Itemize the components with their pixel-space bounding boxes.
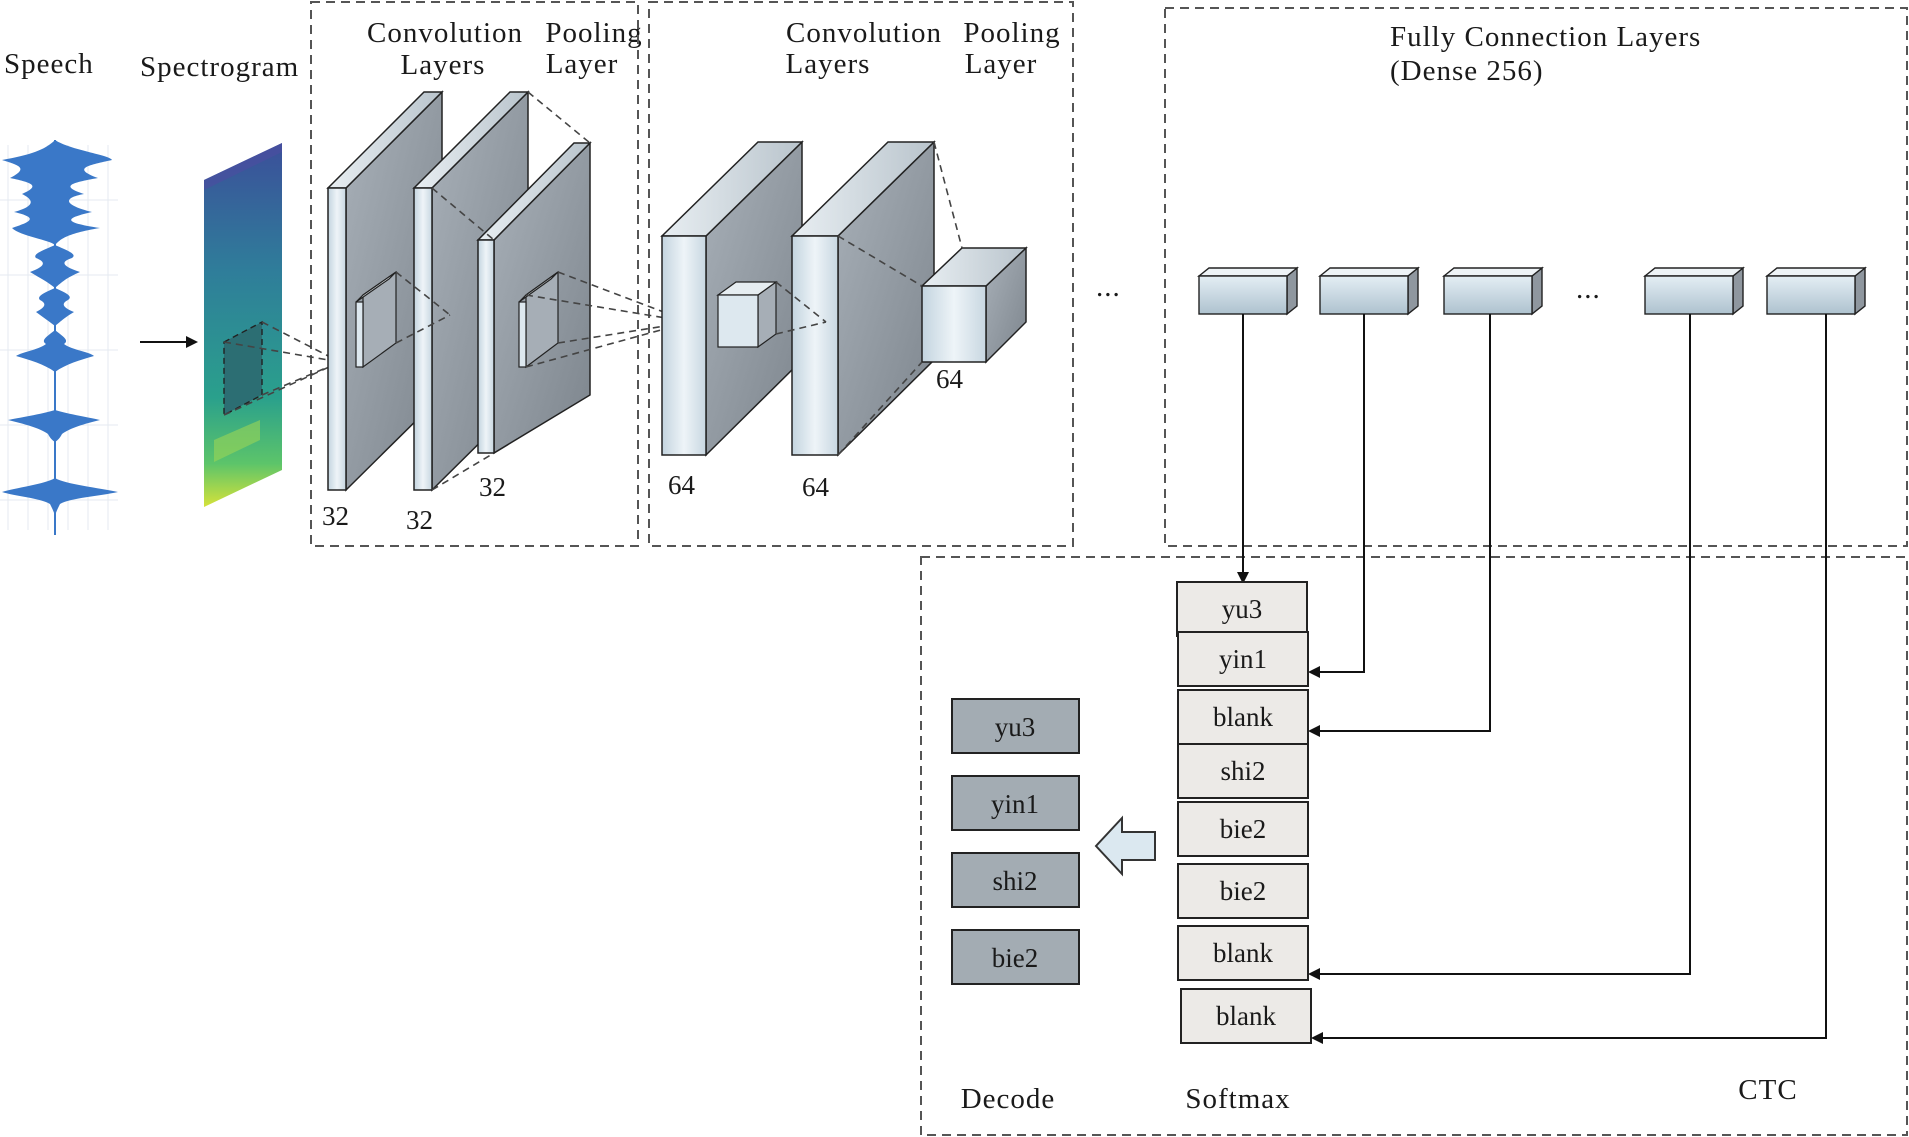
speech-waveform [0, 140, 118, 535]
pool2-label-line2: Layer [965, 48, 1038, 80]
pool2-feature-map [920, 246, 1028, 364]
softmax-cell: blank [1180, 988, 1312, 1044]
decode-cell-label: bie2 [992, 943, 1039, 973]
softmax-to-decode-arrow [1094, 815, 1156, 877]
projection-lines-spectrogram-conv1 [223, 321, 341, 416]
softmax-cell: blank [1177, 689, 1309, 745]
conv2-kernel [716, 280, 778, 349]
conv1-label-line2: Layers [401, 49, 486, 81]
dense-block-frame [1164, 7, 1908, 547]
decode-cell: shi2 [951, 852, 1080, 908]
ctc-arrow [1308, 314, 1365, 678]
conv-block-2-frame [648, 1, 1074, 547]
softmax-cell: yin1 [1177, 631, 1309, 687]
softmax-cell-label: bie2 [1220, 876, 1267, 906]
pool1-kernel [518, 270, 559, 369]
conv2-b-filter-count: 64 [802, 472, 830, 502]
softmax-cell-label: shi2 [1220, 756, 1265, 786]
speech-label: Speech [4, 48, 94, 80]
decode-cell-label: yu3 [995, 712, 1036, 742]
fc-label-line2: (Dense 256) [1390, 55, 1544, 87]
ctc-label: CTC [1738, 1074, 1797, 1106]
softmax-cell-label: bie2 [1220, 814, 1267, 844]
fc-label-line1: Fully Connection Layers [1390, 21, 1701, 53]
softmax-cell: blank [1177, 925, 1309, 981]
conv1-a-filter-count: 32 [322, 501, 349, 531]
conv1-label-line1: Convolution [367, 17, 523, 49]
softmax-cell-label: blank [1216, 1001, 1276, 1031]
conv-block-1-frame [310, 1, 639, 547]
conv1-b-filter-count: 32 [406, 505, 433, 535]
dense-unit [1442, 266, 1544, 316]
middle-ellipsis: ... [1096, 271, 1121, 303]
conv2-label-line1: Convolution [786, 17, 942, 49]
decode-cell: yu3 [951, 698, 1080, 754]
dense-unit [1765, 266, 1867, 316]
decode-cell-label: shi2 [992, 866, 1037, 896]
softmax-cell-label: yu3 [1222, 594, 1263, 624]
pool2-filter-count: 64 [936, 364, 964, 394]
softmax-cell-label: blank [1213, 938, 1273, 968]
ctc-arrow [1308, 314, 1491, 737]
decode-cell-label: yin1 [991, 789, 1039, 819]
pool2-label-line1: Pooling [963, 17, 1060, 49]
pool1-filter-count: 32 [479, 472, 506, 502]
decode-output-column: yu3 yin1 shi2 bie2 [951, 698, 1080, 985]
dense-ellipsis: ... [1576, 273, 1601, 305]
decode-cell: bie2 [951, 929, 1080, 985]
decode-label: Decode [961, 1083, 1056, 1115]
conv2-feature-map-2 [790, 140, 936, 457]
conv2-label-line2: Layers [786, 48, 871, 80]
dense-unit [1197, 266, 1299, 316]
conv2-a-filter-count: 64 [668, 470, 696, 500]
softmax-cell: bie2 [1177, 801, 1309, 857]
spectrogram-image [204, 143, 282, 507]
softmax-output-column: yu3 yin1 blank shi2 bie2 bie2 blank blank [1176, 581, 1312, 1044]
dense-unit [1318, 266, 1420, 316]
softmax-cell: bie2 [1177, 863, 1309, 919]
pool1-label-line1: Pooling [545, 17, 642, 49]
softmax-cell-label: yin1 [1219, 644, 1267, 674]
decode-cell: yin1 [951, 775, 1080, 831]
softmax-cell-label: blank [1213, 702, 1273, 732]
projection-lines-conv2-pool2 [775, 141, 963, 456]
softmax-cell: shi2 [1177, 743, 1309, 799]
ctc-arrow [1311, 314, 1827, 1044]
softmax-cell: yu3 [1176, 581, 1308, 637]
dense-unit [1643, 266, 1745, 316]
softmax-label: Softmax [1185, 1083, 1290, 1115]
ctc-connection-arrows [1237, 314, 1827, 1044]
ctc-arrow [1308, 314, 1691, 980]
pool1-label-line2: Layer [546, 48, 619, 80]
dense-units [1197, 266, 1867, 316]
spectrogram-label: Spectrogram [140, 51, 299, 83]
ctc-block-frame [920, 556, 1908, 1136]
